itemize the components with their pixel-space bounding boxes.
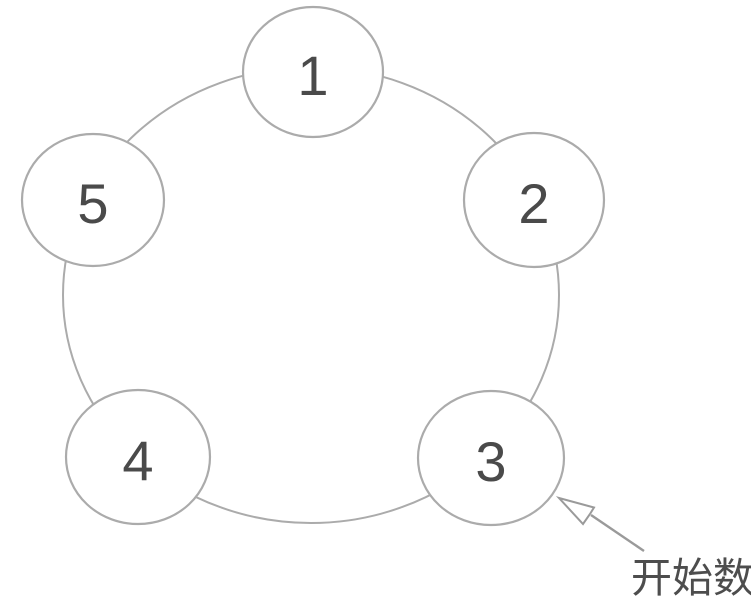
node-4-label: 4 [122, 429, 153, 492]
arrow-head-icon [555, 496, 596, 526]
node-5-label: 5 [77, 172, 108, 235]
node-1-circle [241, 5, 385, 139]
node-2-circle [462, 131, 606, 269]
start-pointer-arrow [555, 496, 645, 552]
arrow-shaft [590, 514, 645, 552]
annotation-start-label: 开始数 [631, 555, 751, 601]
node-5-circle [20, 132, 166, 268]
node-5: 5 [20, 132, 166, 268]
node-1-label: 1 [297, 44, 328, 107]
node-3: 3 [416, 389, 566, 527]
node-3-label: 3 [475, 430, 506, 493]
node-1: 1 [241, 5, 385, 139]
node-2-label: 2 [518, 172, 549, 235]
node-3-circle [416, 389, 566, 527]
node-4: 4 [64, 388, 212, 526]
node-2: 2 [462, 131, 606, 269]
node-4-circle [64, 388, 212, 526]
